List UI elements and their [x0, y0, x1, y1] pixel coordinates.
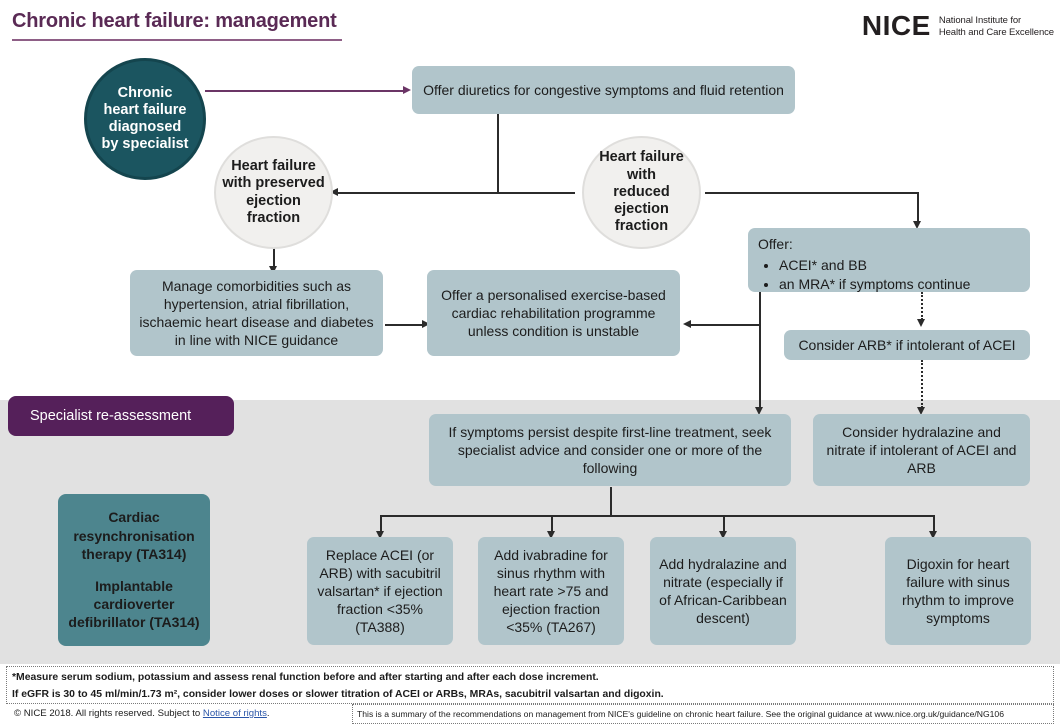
arrowhead-option-1: [376, 531, 384, 539]
arrowhead-to-symptoms-persist: [754, 407, 763, 415]
offer-bullet-item: ACEI* and BB: [779, 256, 970, 274]
arrowhead-to-offer-box: [912, 221, 921, 229]
dotted-connector-arb-to-hydralazine: [921, 360, 923, 408]
connector-offer-to-rehab: [690, 324, 760, 326]
node-option-hydralazine-nitrate[interactable]: Add hydralazine and nitrate (especially …: [650, 537, 796, 645]
copyright-period: .: [266, 708, 270, 719]
connector-options-bar: [380, 515, 934, 517]
connector-offer-to-symptoms-persist: [759, 324, 761, 408]
dotted-connector-offer-to-arb: [921, 292, 923, 320]
connector-option-3-drop: [723, 515, 725, 532]
node-hfpef-circle[interactable]: Heart failure with preserved ejection fr…: [214, 136, 333, 249]
node-start-circle[interactable]: Chronic heart failure diagnosed by speci…: [84, 58, 206, 180]
connector-hfpef-down: [273, 248, 275, 267]
nice-logo: NICE National Institute for Health and C…: [862, 12, 1054, 40]
node-consider-arb[interactable]: Consider ARB* if intolerant of ACEI: [784, 330, 1030, 360]
offer-bullet-item: an MRA* if symptoms continue: [779, 275, 970, 293]
node-cardiac-rehabilitation[interactable]: Offer a personalised exercise-based card…: [427, 270, 680, 356]
footnote-line-1: *Measure serum sodium, potassium and ass…: [12, 672, 599, 683]
node-offer-acei-mra[interactable]: Offer: ACEI* and BB an MRA* if symptoms …: [748, 228, 1030, 292]
connector-option-4-drop: [933, 515, 935, 532]
node-consider-hydralazine-nitrate[interactable]: Consider hydralazine and nitrate if into…: [813, 414, 1030, 486]
arrowhead-option-4: [929, 531, 937, 539]
connector-option-1-drop: [380, 515, 382, 532]
connector-option-2-drop: [551, 515, 553, 532]
node-option-ivabradine[interactable]: Add ivabradine for sinus rhythm with hea…: [478, 537, 624, 645]
connector-start-to-diuretics: [205, 90, 404, 92]
connector-comorbidities-to-rehab: [385, 324, 423, 326]
nice-tagline-line-1: National Institute for: [938, 15, 1022, 26]
nice-tagline-line-2: Health and Care Excellence: [938, 27, 1054, 39]
nice-wordmark: NICE: [861, 10, 931, 41]
connector-to-offer-box: [917, 192, 919, 222]
arrowhead-to-rehab: [422, 319, 430, 328]
arrowhead-to-diuretics: [403, 85, 411, 94]
connector-hfref-to-hfpef: [337, 192, 575, 194]
node-manage-comorbidities[interactable]: Manage comorbidities such as hypertensio…: [130, 270, 383, 356]
arrowhead-rehab-right: [683, 319, 691, 328]
footnote-line-2: If eGFR is 30 to 45 ml/min/1.73 m², cons…: [12, 688, 664, 700]
node-symptoms-persist[interactable]: If symptoms persist despite first-line t…: [429, 414, 791, 486]
device-icd-label: Implantable cardioverter defibrillator (…: [68, 577, 200, 631]
node-hfref-circle[interactable]: Heart failure with reduced ejection frac…: [582, 136, 701, 249]
connector-diuretics-stem: [497, 113, 499, 193]
device-crt-label: Cardiac resynchronisation therapy (TA314…: [73, 509, 195, 563]
node-option-digoxin[interactable]: Digoxin for heart failure with sinus rhy…: [885, 537, 1031, 645]
connector-offer-left-stem: [759, 292, 761, 324]
title-underline: [12, 39, 342, 41]
node-devices-crt-icd[interactable]: Cardiac resynchronisation therapy (TA314…: [58, 494, 210, 646]
arrowhead-option-2: [547, 531, 555, 539]
arrowhead-to-hfpef: [330, 187, 338, 196]
arrowhead-to-consider-hydralazine: [917, 407, 925, 415]
connector-hfref-right: [705, 192, 918, 194]
offer-label: Offer:: [758, 236, 793, 252]
copyright-line: © NICE 2018. All rights reserved. Subjec…: [14, 708, 270, 719]
arrowhead-option-3: [719, 531, 727, 539]
node-offer-diuretics[interactable]: Offer diuretics for congestive symptoms …: [412, 66, 795, 114]
notice-of-rights-link[interactable]: Notice of rights: [202, 708, 267, 719]
node-option-sacubitril-valsartan[interactable]: Replace ACEI (or ARB) with sacubitril va…: [307, 537, 453, 645]
connector-options-stem: [610, 487, 612, 515]
copyright-text: © NICE 2018. All rights reserved. Subjec…: [14, 708, 203, 719]
specialist-reassessment-banner: Specialist re-assessment: [8, 396, 234, 436]
offer-bullet-list: ACEI* and BB an MRA* if symptoms continu…: [762, 255, 970, 293]
footnote-box: *Measure serum sodium, potassium and ass…: [6, 666, 1054, 704]
summary-box: This is a summary of the recommendations…: [352, 704, 1054, 724]
nice-tagline: National Institute for Health and Care E…: [939, 12, 1054, 39]
arrowhead-to-consider-arb: [917, 319, 925, 327]
page-title: Chronic heart failure: management: [12, 10, 337, 32]
